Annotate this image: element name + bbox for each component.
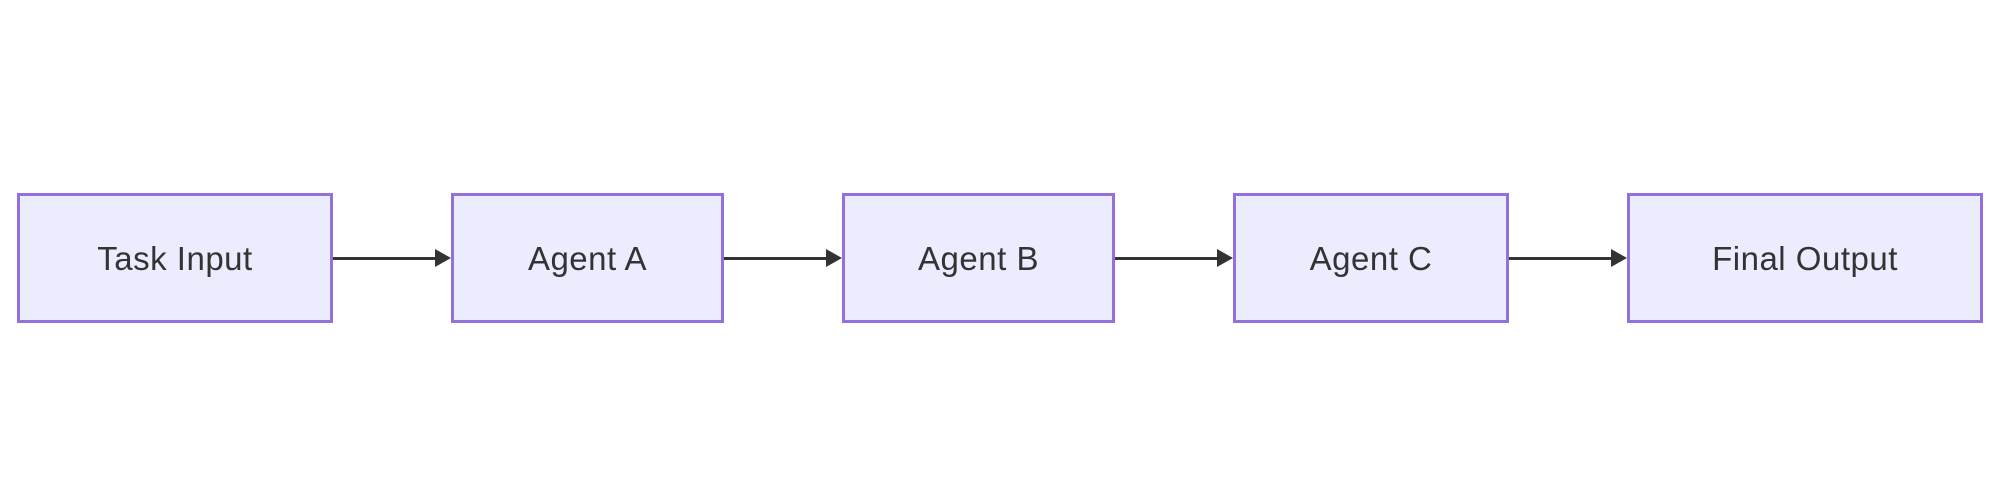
flow-node-final-output: Final Output — [1627, 193, 1983, 323]
arrowhead-icon — [1217, 249, 1233, 267]
arrowhead-icon — [826, 249, 842, 267]
arrow-line — [333, 256, 437, 260]
arrowhead-icon — [435, 249, 451, 267]
flow-arrow-agent-c-to-final-output — [1509, 193, 1627, 323]
flow-arrow-agent-b-to-agent-c — [1115, 193, 1233, 323]
flow-node-task-input: Task Input — [17, 193, 333, 323]
arrow-line — [1509, 256, 1613, 260]
flow-node-agent-a: Agent A — [451, 193, 724, 323]
flow-node-agent-b: Agent B — [842, 193, 1115, 323]
arrowhead-icon — [1611, 249, 1627, 267]
flow-node-label: Agent B — [918, 239, 1039, 277]
flow-node-label: Final Output — [1712, 239, 1898, 277]
arrow-line — [724, 256, 828, 260]
flow-node-label: Task Input — [97, 239, 253, 277]
flow-node-label: Agent C — [1309, 239, 1433, 277]
flow-arrow-agent-a-to-agent-b — [724, 193, 842, 323]
flow-node-label: Agent A — [527, 239, 648, 277]
flow-arrow-task-input-to-agent-a — [333, 193, 451, 323]
flow-row: Task Input Agent A Agent B Agent C Final Out… — [17, 193, 1983, 323]
arrow-line — [1115, 256, 1219, 260]
flow-node-agent-c: Agent C — [1233, 193, 1509, 323]
